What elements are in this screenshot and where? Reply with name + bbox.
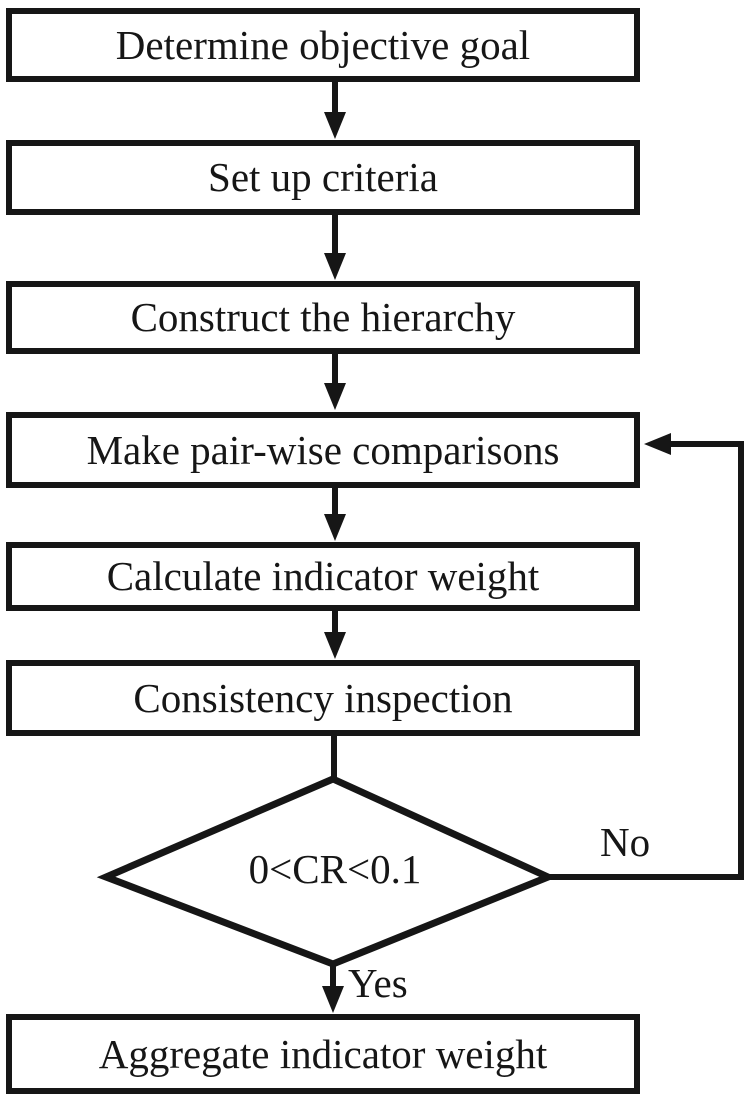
node-calculate-indicator-weight: Calculate indicator weight	[6, 542, 640, 611]
no-feedback-line	[546, 441, 744, 880]
arrowhead-down-3	[324, 383, 346, 410]
node-label: Consistency inspection	[133, 674, 513, 721]
arrowhead-down-2	[324, 253, 346, 280]
decision-diamond-shape	[96, 775, 557, 968]
node-aggregate-indicator-weight: Aggregate indicator weight	[6, 1014, 640, 1094]
node-cr-decision-label: 0<CR<0.1	[248, 846, 422, 892]
arrowhead-down-4	[324, 514, 346, 541]
node-label: Set up criteria	[208, 154, 438, 200]
yes-edge-label: Yes	[348, 960, 408, 1006]
node-set-up-criteria: Set up criteria	[6, 140, 640, 215]
node-label: Construct the hierarchy	[130, 294, 516, 340]
node-label: Aggregate indicator weight	[98, 1030, 548, 1077]
arrowhead-down-yes	[322, 986, 344, 1013]
no-edge-label: No	[600, 819, 651, 865]
arrowhead-left-no	[644, 433, 671, 455]
node-label: Determine objective goal	[115, 21, 531, 68]
node-make-pair-wise-comparisons: Make pair-wise comparisons	[6, 412, 640, 488]
node-consistency-inspection: Consistency inspection	[6, 660, 640, 736]
arrowhead-down-1	[324, 112, 346, 139]
node-determine-objective-goal: Determine objective goal	[6, 8, 640, 82]
node-label: Make pair-wise comparisons	[86, 426, 560, 473]
arrowhead-down-5	[324, 632, 346, 659]
node-label: Calculate indicator weight	[106, 553, 540, 599]
node-construct-the-hierarchy: Construct the hierarchy	[6, 281, 640, 354]
